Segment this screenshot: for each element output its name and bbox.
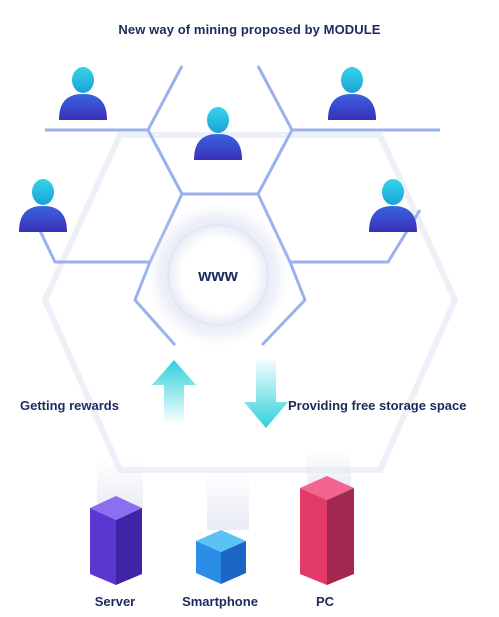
purple-block-icon <box>90 496 142 585</box>
device-label-smartphone: Smartphone <box>182 594 258 609</box>
diagram-title: New way of mining proposed by MODULE <box>118 22 381 37</box>
blue-cube-icon <box>196 530 246 584</box>
hexagon-network <box>28 65 440 347</box>
hex-edge-top <box>146 65 294 196</box>
hex-edge-left-mid <box>28 193 184 264</box>
hex-edge-lower-right <box>260 261 307 347</box>
arrow-down-icon <box>244 360 288 428</box>
right-flow-label: Providing free storage space <box>288 398 467 413</box>
center-circle <box>167 224 269 326</box>
center-label: www <box>198 266 238 285</box>
user-icon <box>19 179 67 232</box>
user-icon <box>328 67 376 120</box>
hex-edge-right-mid <box>256 193 422 264</box>
device-label-server: Server <box>94 594 136 609</box>
user-icon <box>59 67 107 120</box>
left-flow-label: Getting rewards <box>20 398 119 413</box>
hex-edge-lower-left <box>133 261 177 346</box>
user-icon <box>369 179 417 232</box>
background-hexagon <box>41 132 459 473</box>
red-tower-icon <box>300 476 354 585</box>
device-label-pc: PC <box>315 594 335 609</box>
ghost-column <box>207 470 249 530</box>
user-icon <box>194 107 242 160</box>
arrow-up-icon <box>152 360 196 425</box>
